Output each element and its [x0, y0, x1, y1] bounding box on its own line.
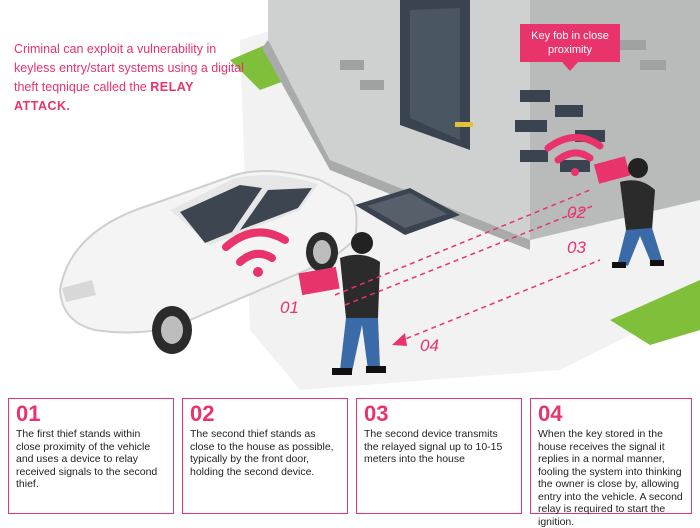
signal-paths — [334, 189, 601, 343]
step-card-04: 04 When the key stored in the house rece… — [530, 398, 692, 528]
steps-panel: 01 The first thief stands within close p… — [8, 398, 692, 528]
car-wifi-icon — [222, 228, 289, 277]
step-number: 02 — [190, 401, 215, 426]
doormat — [355, 188, 460, 235]
relay-device-2 — [593, 156, 631, 184]
step-number: 04 — [538, 401, 563, 426]
car — [58, 170, 358, 354]
arrow-head — [392, 333, 407, 346]
step-text: The second thief stands as close to the … — [190, 428, 334, 478]
step-text: The first thief stands within close prox… — [16, 428, 158, 490]
relay-device-1 — [298, 266, 340, 296]
step-text: When the key stored in the house receive… — [538, 428, 683, 528]
thief-2 — [612, 158, 664, 268]
label-01: 01 — [280, 298, 299, 317]
house-wifi-icon — [544, 134, 604, 176]
intro-body: Criminal can exploit a vulnerability in … — [14, 42, 244, 94]
label-02: 02 — [567, 203, 586, 222]
intro-text: Criminal can exploit a vulnerability in … — [14, 40, 244, 116]
step-card-03: 03 The second device transmits the relay… — [356, 398, 522, 514]
lawn-patch-2 — [610, 280, 700, 345]
door-handle — [455, 122, 473, 127]
step-number: 03 — [364, 401, 389, 426]
step-card-01: 01 The first thief stands within close p… — [8, 398, 174, 514]
step-number: 01 — [16, 401, 41, 426]
label-04: 04 — [420, 336, 439, 355]
thief-1 — [298, 232, 386, 375]
scene-illustration — [58, 0, 700, 390]
intro-highlight: RELAY ATTACK. — [14, 80, 194, 113]
key-fob-callout: Key fob in close proximity — [520, 24, 620, 71]
house — [262, 0, 700, 250]
step-card-02: 02 The second thief stands as close to t… — [182, 398, 348, 514]
step-text: The second device transmits the relayed … — [364, 428, 503, 465]
label-03: 03 — [567, 238, 586, 257]
